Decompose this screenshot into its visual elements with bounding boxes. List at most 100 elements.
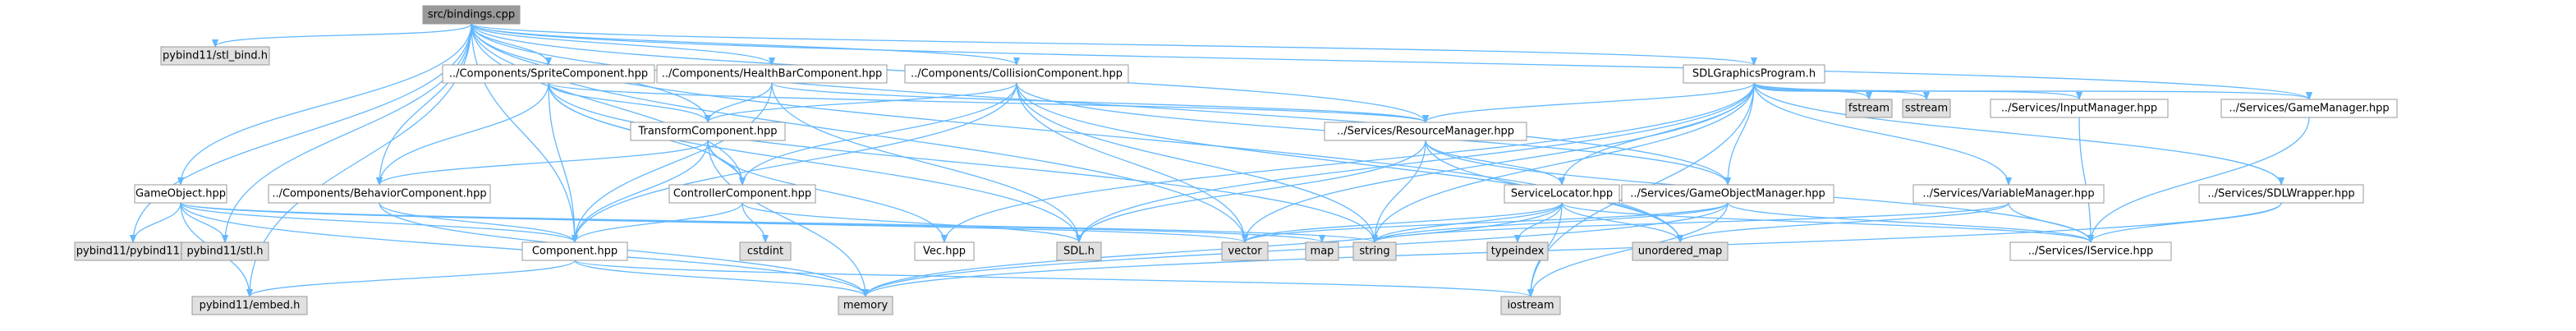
node-box	[191, 296, 308, 315]
node-label: ../Services/SDLWrapper.hpp	[2207, 188, 2354, 200]
node-box	[1683, 64, 1825, 84]
edge-sprite-to-transform	[548, 82, 708, 123]
edge-root-to-sdlgp	[471, 23, 1754, 66]
edge-root-to-gameobject	[181, 23, 472, 185]
edge-transform-to-behavior	[379, 140, 709, 186]
file-node-components-behaviorcomponent-hpp[interactable]: ../Components/BehaviorComponent.hpp	[268, 184, 491, 204]
node-box	[268, 184, 491, 204]
node-box	[2220, 99, 2398, 118]
file-node-services-variablemanager-hpp[interactable]: ../Services/VariableManager.hpp	[1912, 184, 2105, 204]
edge-health-to-resmgr	[771, 82, 1426, 123]
file-node-iostream[interactable]: iostream	[1500, 296, 1561, 315]
node-label: map	[1311, 246, 1334, 258]
file-node-typeindex[interactable]: typeindex	[1486, 241, 1549, 261]
edge-gomgr-to-iostream	[1531, 202, 1729, 297]
file-node-pybind11-embed-h[interactable]: pybind11/embed.h	[191, 296, 308, 315]
edge-sdlgp-to-gomgr	[1728, 82, 1755, 185]
file-node-services-inputmanager-hpp[interactable]: ../Services/InputManager.hpp	[1990, 99, 2169, 118]
node-box	[1324, 122, 1527, 141]
edge-sdlgp-to-string	[1375, 82, 1755, 242]
edge-root-to-gomgr	[471, 23, 1728, 185]
file-node-fstream[interactable]: fstream	[1845, 99, 1893, 118]
node-box	[1912, 184, 2105, 204]
file-node-sdl-h[interactable]: SDL.h	[1056, 241, 1102, 261]
file-node-services-resourcemanager-hpp[interactable]: ../Services/ResourceManager.hpp	[1324, 122, 1527, 141]
file-node-unordered-map[interactable]: unordered_map	[1632, 241, 1729, 261]
file-node-components-collisioncomponent-hpp[interactable]: ../Components/CollisionComponent.hpp	[904, 64, 1129, 84]
file-node-components-spritecomponent-hpp[interactable]: ../Components/SpriteComponent.hpp	[442, 64, 655, 84]
node-label: string	[1359, 246, 1389, 258]
node-label: TransformComponent.hpp	[637, 126, 777, 138]
edge-sprite-to-sdlh	[548, 82, 1079, 242]
file-node-services-gamemanager-hpp[interactable]: ../Services/GameManager.hpp	[2220, 99, 2398, 118]
file-node-services-iservice-hpp[interactable]: ../Services/IService.hpp	[2009, 241, 2172, 261]
node-label: src/bindings.cpp	[428, 9, 515, 21]
edge-gomgr-to-iservice	[1727, 202, 2091, 243]
file-node-pybind11-stl-bind-h[interactable]: pybind11/stl_bind.h	[160, 46, 270, 66]
node-label: GameObject.hpp	[135, 188, 226, 200]
node-label: ../Services/GameManager.hpp	[2229, 103, 2389, 115]
file-node-sstream[interactable]: sstream	[1902, 99, 1951, 118]
edge-gomgr-to-memory	[866, 202, 1729, 297]
node-box	[1500, 296, 1561, 315]
edge-root-to-embed	[250, 23, 472, 297]
edge-sdlgp-to-sdlh	[1079, 82, 1755, 242]
file-node-services-gameobjectmanager-hpp[interactable]: ../Services/GameObjectManager.hpp	[1621, 184, 1834, 204]
edge-controller-to-sdlh	[742, 202, 1079, 243]
node-box	[904, 64, 1129, 84]
edge-root-to-gamemgr	[471, 23, 2309, 100]
node-box	[914, 241, 975, 261]
edge-gameobject-to-pybind	[133, 202, 181, 243]
edge-collision-to-vector	[1016, 82, 1245, 242]
node-label: cstdint	[747, 246, 783, 258]
edge-sdlgp-to-varmgr	[1753, 82, 2009, 185]
nodes-layer: src/bindings.cpp pybind11/stl_bind.h ../Co…	[74, 5, 2398, 315]
file-node-components-healthbarcomponent-hpp[interactable]: ../Components/HealthBarComponent.hpp	[656, 64, 888, 84]
file-node-vec-hpp[interactable]: Vec.hpp	[914, 241, 975, 261]
node-label: pybind11/stl.h	[186, 246, 263, 258]
edge-root-to-vector	[471, 23, 1245, 242]
edge-sdlgp-to-gamemgr	[1753, 82, 2309, 100]
node-label: ../Services/InputManager.hpp	[2001, 103, 2157, 115]
file-node-sdlgraphicsprogram-h[interactable]: SDLGraphicsProgram.h	[1683, 64, 1825, 84]
edge-sprite-to-string	[548, 82, 1375, 242]
node-box	[1845, 99, 1893, 118]
edge-component-to-memory	[574, 260, 866, 297]
file-node-component-hpp[interactable]: Component.hpp	[521, 241, 628, 261]
edge-component-to-embed	[250, 260, 576, 297]
file-node-services-sdlwrapper-hpp[interactable]: ../Services/SDLWrapper.hpp	[2198, 184, 2364, 204]
edge-servloc-to-vector	[1245, 202, 1563, 243]
file-node-transformcomponent-hpp[interactable]: TransformComponent.hpp	[630, 122, 786, 141]
node-box	[442, 64, 655, 84]
node-box	[739, 241, 792, 261]
file-node-servicelocator-hpp[interactable]: ServiceLocator.hpp	[1504, 184, 1620, 204]
edge-health-to-sdlh	[771, 82, 1079, 242]
file-node-memory[interactable]: memory	[838, 296, 893, 315]
file-node-pybind11-pybind11-h[interactable]: pybind11/pybind11.h	[74, 241, 192, 261]
file-node-controllercomponent-hpp[interactable]: ControllerComponent.hpp	[668, 184, 816, 204]
edge-servloc-to-umap	[1561, 202, 1680, 243]
node-label: SDL.h	[1063, 246, 1095, 258]
edge-collision-to-transform	[708, 82, 1017, 123]
node-box	[521, 241, 628, 261]
node-box	[668, 184, 816, 204]
edge-sprite-to-component	[548, 82, 575, 242]
node-box	[1056, 241, 1102, 261]
file-node-pybind11-stl-h[interactable]: pybind11/stl.h	[181, 241, 269, 261]
file-node-map[interactable]: map	[1305, 241, 1339, 261]
file-node-string[interactable]: string	[1352, 241, 1397, 261]
edge-gomgr-to-string	[1375, 202, 1729, 243]
edge-transform-to-component	[575, 140, 709, 242]
edge-resmgr-to-servloc	[1425, 140, 1562, 186]
edge-collision-to-component	[575, 82, 1017, 242]
file-node-vector[interactable]: vector	[1221, 241, 1269, 261]
edge-root-to-component	[471, 23, 575, 242]
file-node-gameobject-hpp[interactable]: GameObject.hpp	[134, 184, 227, 204]
file-node-cstdint[interactable]: cstdint	[739, 241, 792, 261]
root-file-node[interactable]: src/bindings.cpp	[422, 5, 521, 25]
node-label: memory	[843, 300, 889, 312]
node-label: pybind11/pybind11.h	[76, 246, 190, 258]
edge-sdlgp-to-sdlwrap	[1753, 82, 2281, 186]
node-box	[181, 241, 269, 261]
